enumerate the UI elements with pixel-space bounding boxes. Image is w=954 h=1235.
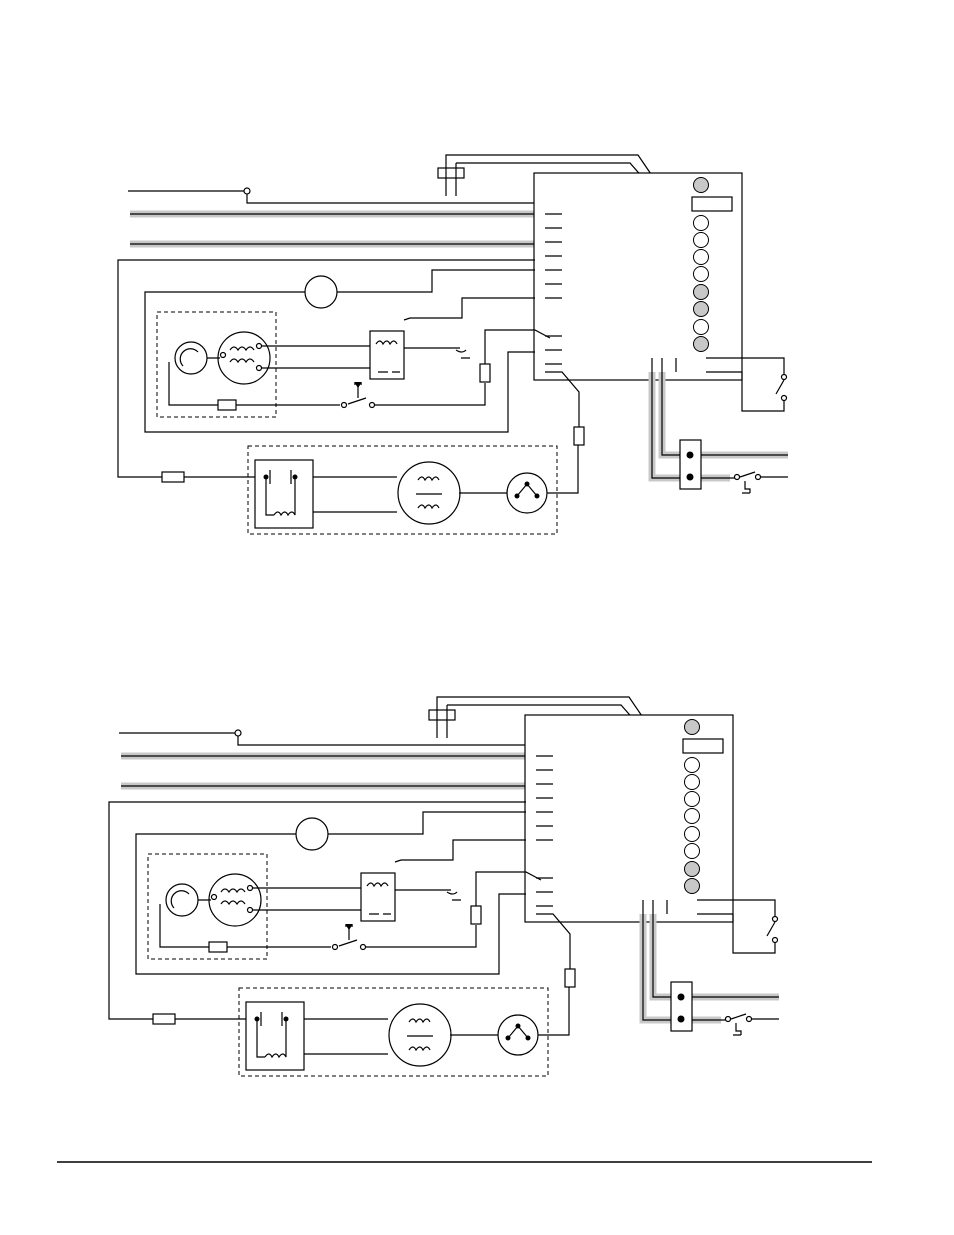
indicator-led (685, 809, 700, 824)
indicator-led (694, 233, 709, 248)
wiring-diagram-1-schematic (118, 155, 788, 534)
indicator-led (685, 720, 700, 735)
indicator-led (694, 302, 709, 317)
indicator-led (694, 178, 709, 193)
indicator-led (685, 844, 700, 859)
wiring-diagram-2-schematic (109, 697, 779, 1076)
indicator-led (685, 862, 700, 877)
indicator-led (694, 320, 709, 335)
indicator-led (694, 285, 709, 300)
indicator-led (685, 879, 700, 894)
indicator-led (694, 267, 709, 282)
indicator-led (685, 758, 700, 773)
wiring-diagram-2 (109, 697, 779, 1076)
indicator-led (694, 250, 709, 265)
indicator-led (685, 792, 700, 807)
indicator-led (685, 775, 700, 790)
indicator-led (694, 216, 709, 231)
wiring-diagram-1 (118, 155, 788, 534)
indicator-led (694, 337, 709, 352)
indicator-led (685, 827, 700, 842)
